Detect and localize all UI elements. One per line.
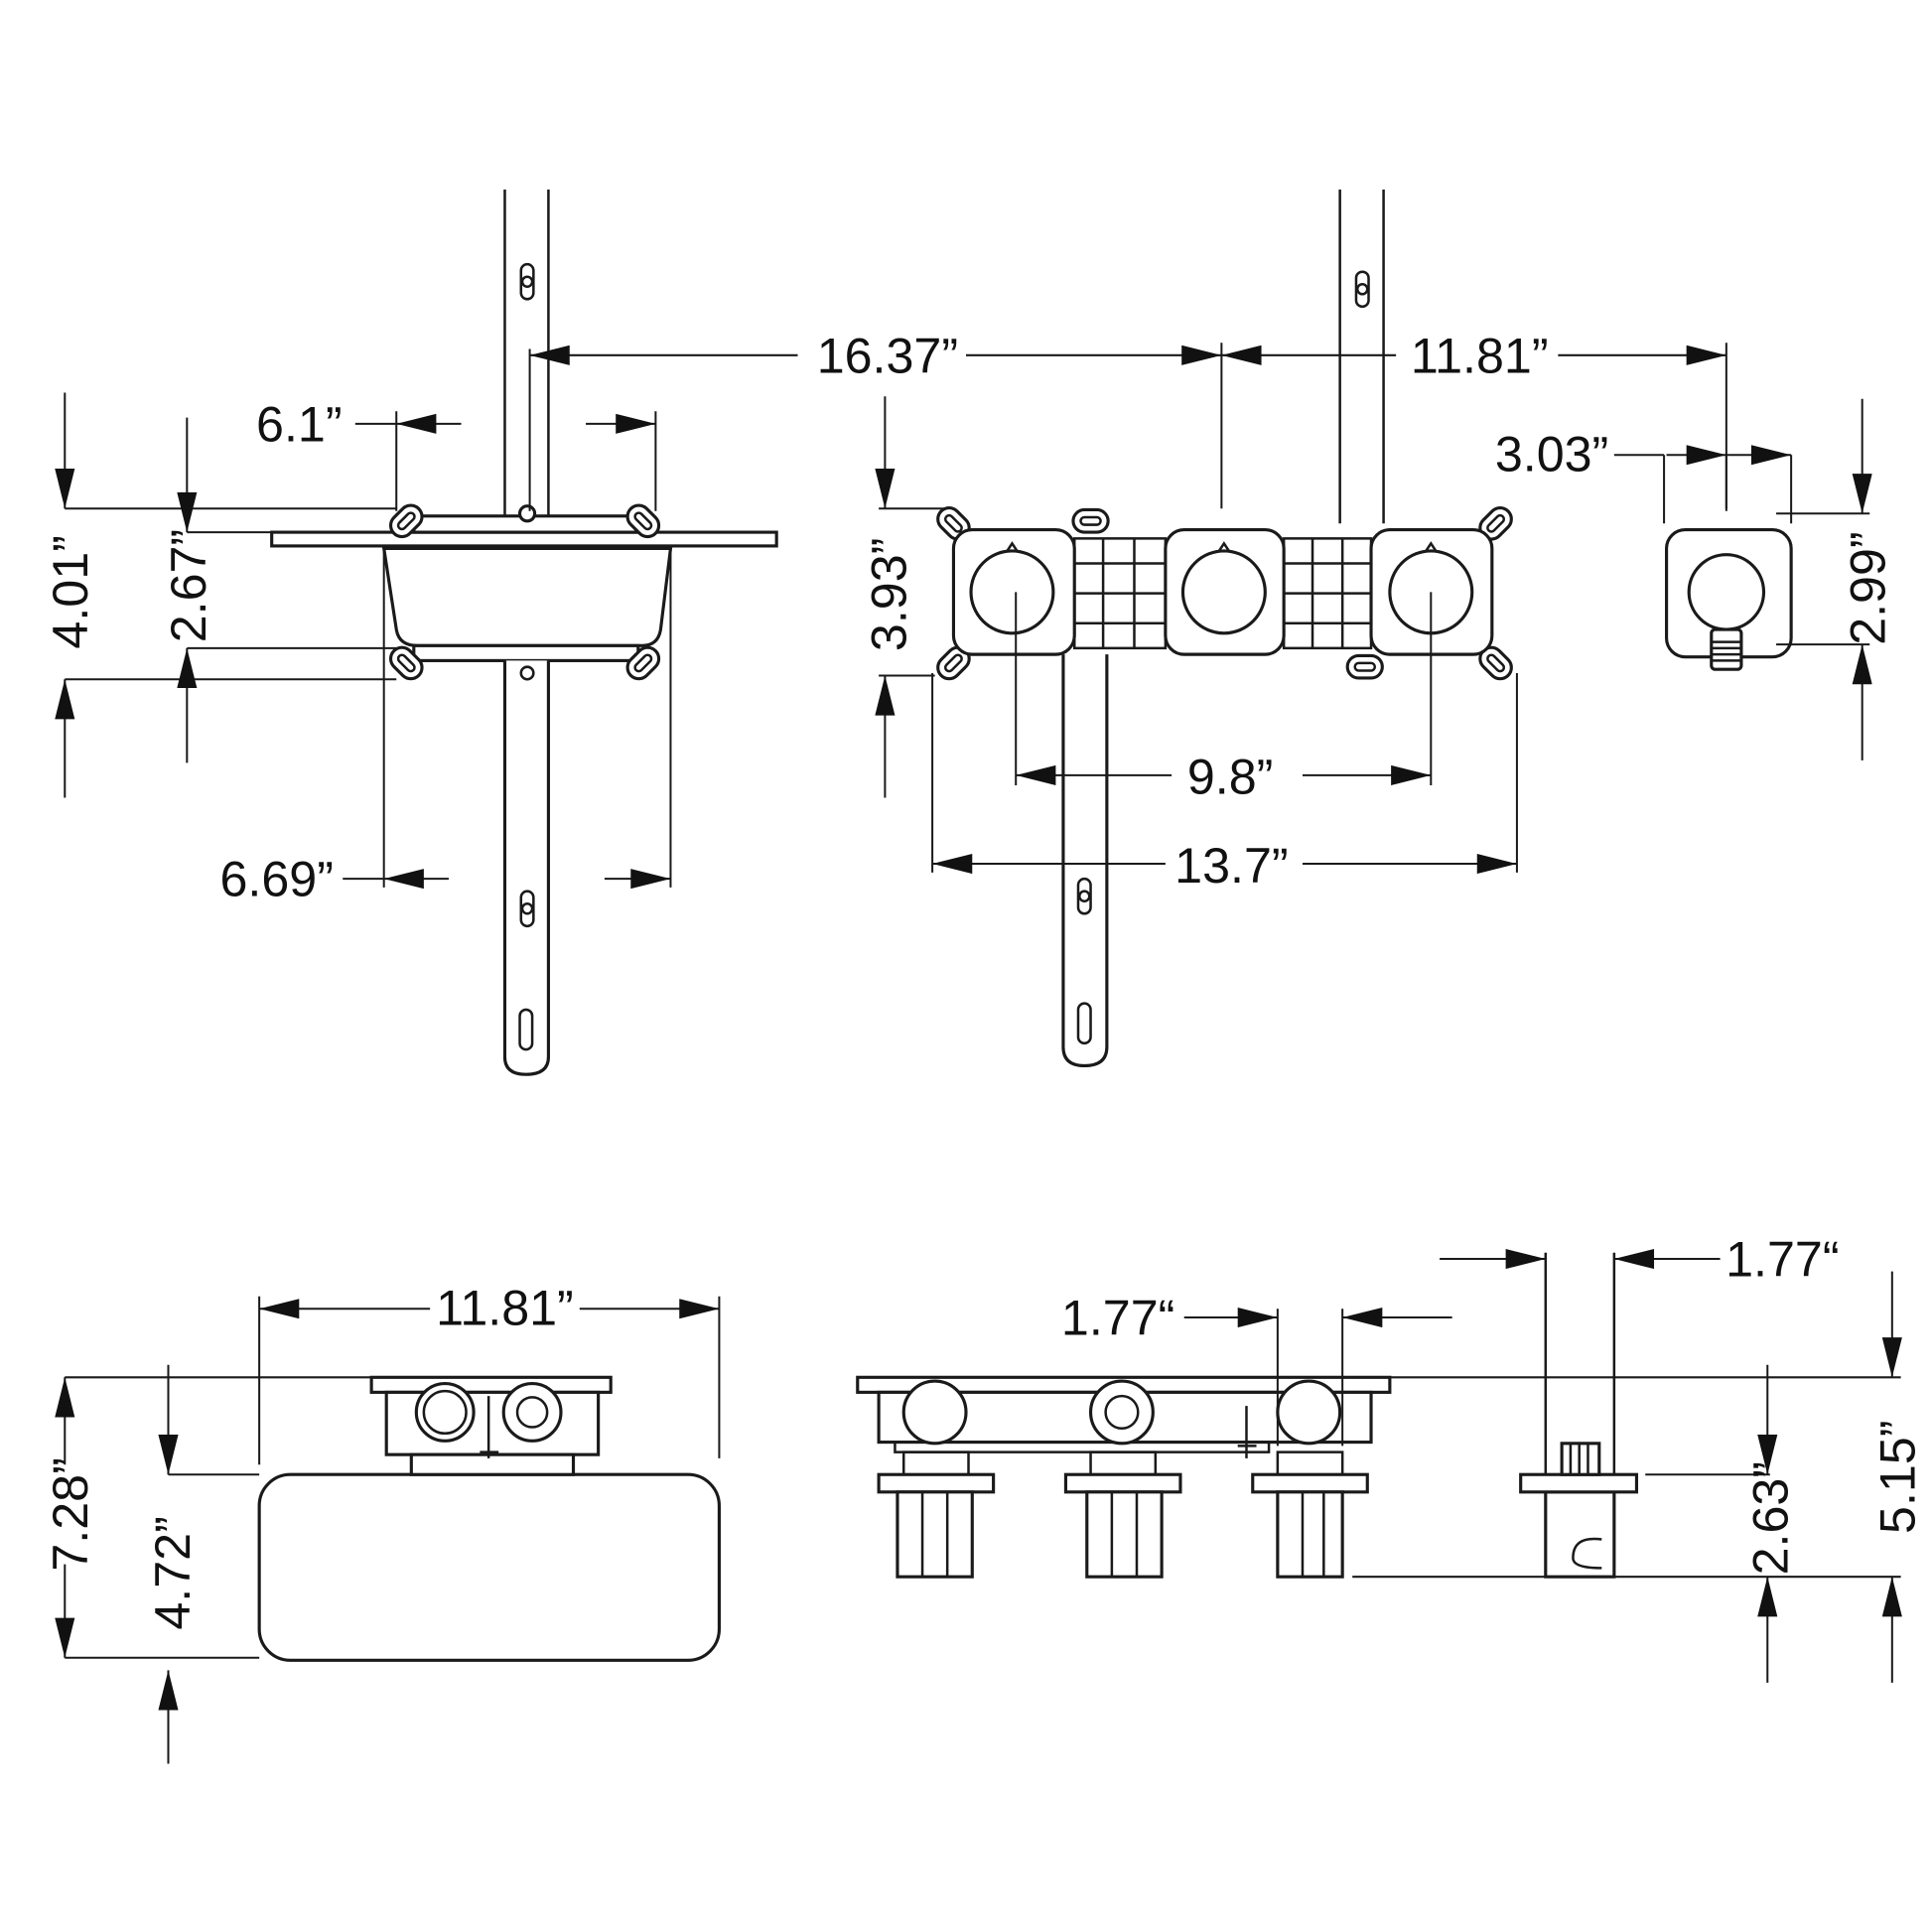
valve-outlet [877,1450,996,1579]
dim-4-01: 4.01” [43,535,98,648]
dim-7-28: 7.28” [43,1457,98,1571]
handle-knob-icon [1180,549,1267,635]
dim-1-77-outlet: 1.77“ [1061,1291,1174,1346]
dim-13-7: 13.7” [1174,838,1288,894]
dim-1-77-wall: 1.77“ [1725,1232,1839,1288]
slot-icon [518,1008,534,1051]
mounting-slot-icon [519,262,535,301]
slot-icon [1076,1002,1092,1045]
dim-16-37: 16.37” [817,328,958,383]
dim-11-81-top: 11.81” [1411,328,1549,383]
dim-2-67: 2.67” [161,529,216,642]
mounting-slot-icon [519,890,535,928]
handle-knob-icon [969,549,1055,635]
valve-outlet [1251,1450,1369,1579]
single-trim-view: 3.03” 2.99” [1495,398,1895,760]
dim-11-81-bottom: 11.81” [436,1281,574,1336]
front-side-view: 6.1” 6.69” 4.01” 2.67” [43,189,778,1076]
dim-2-99: 2.99” [1840,531,1895,644]
front-view: 16.37” 11.81” 3.93” 9.8” 13.7” [528,189,1727,1068]
dim-9-8: 9.8” [1187,750,1274,805]
hook-icon [1572,1537,1602,1570]
dim-6-1: 6.1” [256,396,343,452]
dim-3-93: 3.93” [862,538,917,651]
side-view: 1.77“ 1.77“ 5.15” 2.63” [856,1232,1925,1683]
dim-6-69: 6.69” [219,852,333,907]
dim-2-63: 2.63” [1742,1461,1798,1575]
dim-5-15: 5.15” [1869,1421,1925,1534]
top-view: 11.81” 7.28” 4.72” [43,1281,721,1764]
mounting-slot-icon [1354,270,1370,309]
dim-4-72: 4.72” [145,1516,201,1629]
handle-knob-icon [1687,553,1766,631]
mounting-slot-icon [1076,877,1092,915]
cover-plate [257,1472,721,1662]
dim-3-03: 3.03” [1495,427,1608,483]
valve-outlet [1063,1450,1182,1579]
